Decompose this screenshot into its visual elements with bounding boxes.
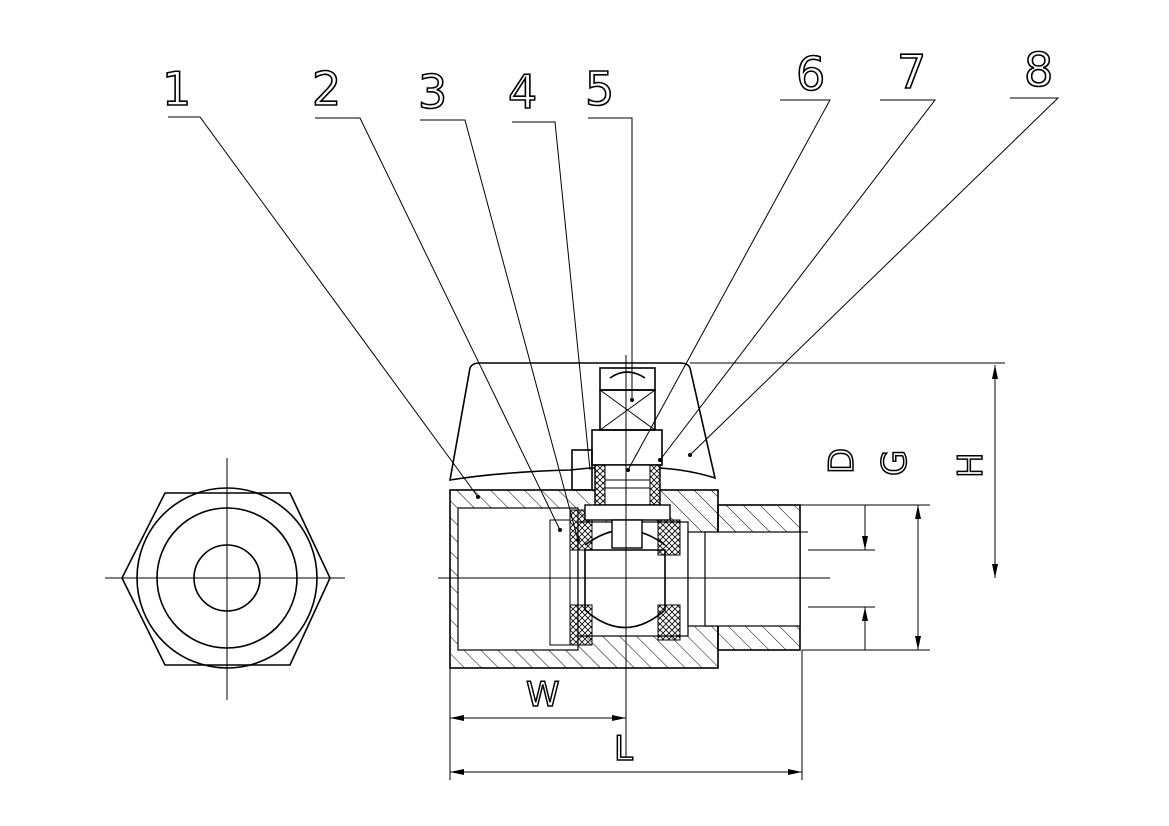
dimension-d: D: [822, 448, 862, 474]
part-label-3: 3: [418, 65, 447, 119]
valve-body: [438, 355, 830, 760]
dimension-lines: [449, 362, 1005, 780]
dimension-h: H: [951, 452, 991, 478]
part-label-1: 1: [162, 62, 191, 116]
part-label-8: 8: [1024, 43, 1053, 97]
dimension-l: L: [614, 729, 633, 769]
dimension-g: G: [875, 450, 915, 476]
end-view-hex: [105, 458, 345, 700]
leader-lines: [168, 97, 1060, 542]
part-label-2: 2: [312, 62, 341, 116]
part-label-6: 6: [796, 47, 825, 101]
part-label-7: 7: [897, 45, 926, 99]
part-label-4: 4: [508, 65, 537, 119]
dimension-w: W: [526, 675, 560, 715]
part-label-5: 5: [585, 62, 614, 116]
handle: [449, 362, 717, 491]
